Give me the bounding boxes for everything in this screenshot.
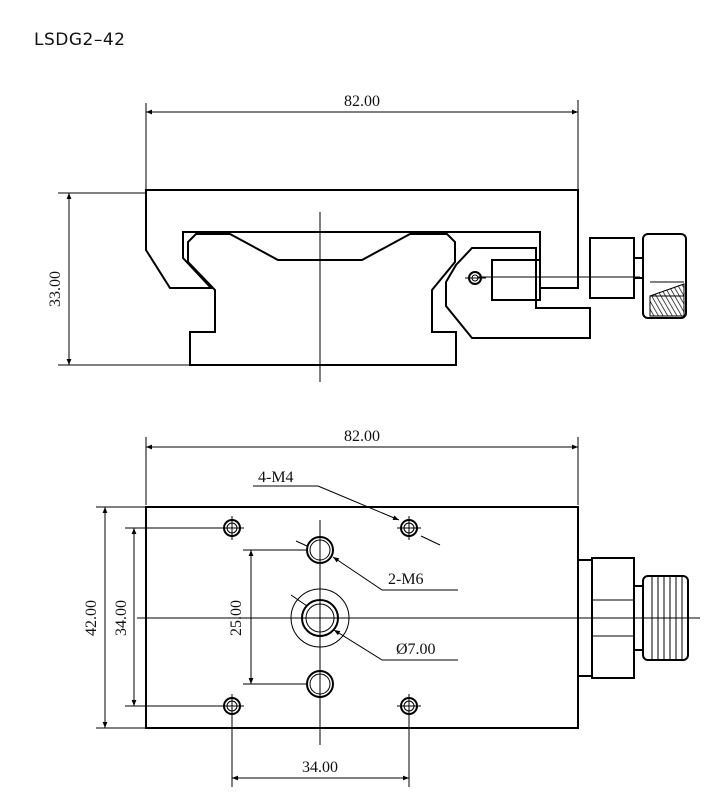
knurl-hatch	[649, 283, 685, 317]
leader-m6-tail	[295, 540, 308, 547]
front-height-dim: 33.00	[47, 271, 64, 307]
height-inner-dim: 34.00	[113, 600, 130, 636]
top-lock-knob	[642, 575, 689, 661]
center-spacing-dim: 25.00	[228, 600, 245, 636]
front-view: 82.00 33.00	[47, 93, 687, 382]
top-width-dim: 82.00	[344, 428, 380, 445]
center-bore	[290, 588, 350, 648]
top-view: 82.00 42.00 34.00 25.00 34.00	[83, 428, 700, 787]
lock-knob	[642, 233, 687, 319]
dovetail-base	[187, 233, 457, 366]
m6-hole-lower	[306, 670, 334, 698]
front-width-dim: 82.00	[344, 93, 380, 110]
label-m6: 2-M6	[388, 571, 424, 588]
m4-hole-top-right	[397, 516, 421, 540]
m4-hole-bottom-right	[397, 694, 421, 718]
lock-screw-shaft	[491, 259, 541, 301]
m4-hole-top-left	[220, 516, 244, 540]
lock-screw-neck	[633, 257, 644, 279]
leader-dia-arrow	[333, 629, 383, 661]
drawing-title: LSDG2–42	[34, 30, 126, 50]
lock-screw-boss	[589, 237, 635, 299]
leader-m6-arrow	[332, 556, 383, 591]
label-dia: Ø7.00	[396, 641, 436, 658]
label-m4: 4-M4	[258, 469, 294, 486]
carriage-body	[145, 189, 579, 289]
m6-hole-upper	[306, 536, 334, 564]
m4-hole-bottom-left	[220, 694, 244, 718]
height-outer-dim: 42.00	[83, 600, 100, 636]
lock-clamp	[445, 247, 591, 339]
leader-m4-tail	[420, 535, 441, 546]
leader-m4-arrow	[317, 485, 400, 521]
bottom-spacing-dim: 34.00	[302, 759, 338, 776]
leader-dia-tail	[290, 594, 308, 607]
